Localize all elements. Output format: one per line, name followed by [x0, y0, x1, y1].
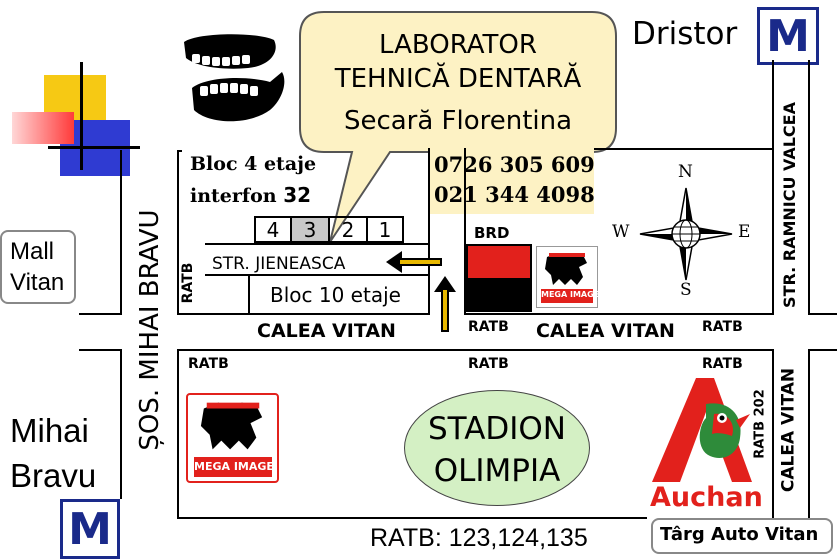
mega-image-small-text: MEGA IMAGE — [541, 290, 600, 299]
street-calea-vitan-left: CALEA VITAN — [257, 320, 396, 342]
mega-image-logo-small: MEGA IMAGE — [536, 246, 600, 308]
mall-vitan-line1: Mall — [10, 238, 55, 265]
dentures-icon — [184, 34, 285, 122]
street-jieneasca: STR. JIENEASCA — [212, 254, 346, 274]
mall-vitan-line2: Vitan — [10, 269, 65, 296]
arrow-up-icon — [434, 276, 456, 332]
street-line — [808, 349, 810, 519]
street-calea-vitan-vertical: CALEA VITAN — [778, 367, 799, 493]
street-line — [177, 150, 179, 315]
block-line — [205, 274, 428, 276]
auchan-bird-icon — [652, 378, 752, 482]
compass-east: E — [738, 222, 751, 242]
interfon-label: interfon 32 — [190, 185, 311, 206]
block-line — [205, 243, 428, 245]
street-line — [464, 148, 466, 315]
street-line — [464, 313, 774, 315]
place-mall-vitan — [0, 230, 76, 304]
interfon-number: 32 — [283, 183, 312, 207]
stadion-line1: STADION — [427, 411, 567, 447]
staircase-cell-1: 1 — [366, 216, 404, 243]
stadion-olimpia — [404, 390, 590, 506]
street-mihai-bravu: ȘOS. MIHAI BRAVU — [135, 209, 165, 451]
ratb-stop-vertical: RATB — [180, 262, 196, 304]
street-line — [808, 349, 837, 351]
interfon-prefix: interfon — [190, 185, 284, 207]
block-line — [248, 274, 250, 313]
compass-south: S — [680, 280, 692, 300]
brd-logo-icon — [466, 244, 532, 312]
street-line — [79, 313, 121, 315]
bloc-10-etaje-label: Bloc 10 etaje — [270, 283, 401, 307]
mihai-bravu-line2: Bravu — [10, 457, 97, 494]
ratb-stop: RATB — [702, 356, 743, 372]
metro-symbol-mihai-bravu: M — [68, 503, 112, 555]
callout-title-line3: Secară Florentina — [343, 106, 573, 136]
metro-icon: M — [60, 499, 120, 559]
compass-north: N — [678, 162, 693, 182]
street-line — [177, 313, 430, 315]
stadion-line2: OLIMPIA — [433, 453, 561, 489]
street-line — [428, 148, 430, 315]
targ-auto-vitan-text: Târg Auto Vitan — [660, 524, 819, 545]
mega-image-lion-icon — [545, 253, 587, 285]
metro-symbol-dristor: M — [766, 10, 810, 62]
phone-mobile: 0726 305 609 — [434, 152, 595, 177]
street-line — [808, 60, 810, 315]
street-line — [79, 349, 121, 351]
street-line — [177, 517, 647, 519]
mega-image-large-text: MEGA IMAGE — [194, 460, 274, 473]
callout-title-line2: TEHNICĂ DENTARĂ — [334, 64, 582, 94]
staircase-cell-2: 2 — [328, 216, 368, 243]
metro-icon: M — [757, 7, 819, 65]
arrow-left-icon — [386, 251, 442, 273]
street-ramnicu-valcea: STR. RAMNICU VALCEA — [780, 102, 799, 308]
ratb-stop: RATB — [702, 319, 743, 335]
place-targ-auto-vitan — [651, 518, 833, 554]
brd-label: BRD — [474, 224, 510, 242]
bloc-4-etaje-label: Bloc 4 etaje — [190, 153, 317, 175]
street-line — [177, 349, 774, 351]
callout-bubble-shape — [299, 11, 617, 243]
street-line — [177, 150, 182, 152]
ratb-stop: RATB — [468, 319, 509, 335]
mega-image-logo-large: MEGA IMAGE — [186, 393, 279, 483]
ratb-stop: RATB — [468, 356, 509, 372]
compass-rose-icon — [639, 187, 733, 281]
ratb-stop: RATB — [188, 356, 229, 372]
staircase-cell-4: 4 — [254, 216, 292, 243]
street-calea-vitan-right: CALEA VITAN — [536, 320, 675, 342]
street-line — [772, 60, 774, 315]
compass-west: W — [612, 222, 630, 242]
auchan-text: Auchan — [650, 482, 763, 513]
street-line — [120, 150, 122, 315]
street-line — [808, 313, 837, 315]
phone-landline: 021 344 4098 — [434, 182, 595, 207]
ratb-lines: RATB: 123,124,135 — [370, 524, 588, 552]
street-line — [120, 349, 122, 499]
street-line — [594, 148, 774, 150]
decorative-squares-icon — [10, 60, 140, 176]
staircase-cell-3: 3 — [290, 216, 330, 243]
callout-title-line1: LABORATOR — [379, 30, 537, 60]
street-line — [177, 349, 179, 519]
place-dristor: Dristor — [632, 16, 738, 52]
mega-image-lion-icon — [200, 402, 263, 450]
street-line — [772, 349, 774, 519]
mihai-bravu-line1: Mihai — [10, 412, 89, 449]
phone-box — [428, 148, 594, 214]
